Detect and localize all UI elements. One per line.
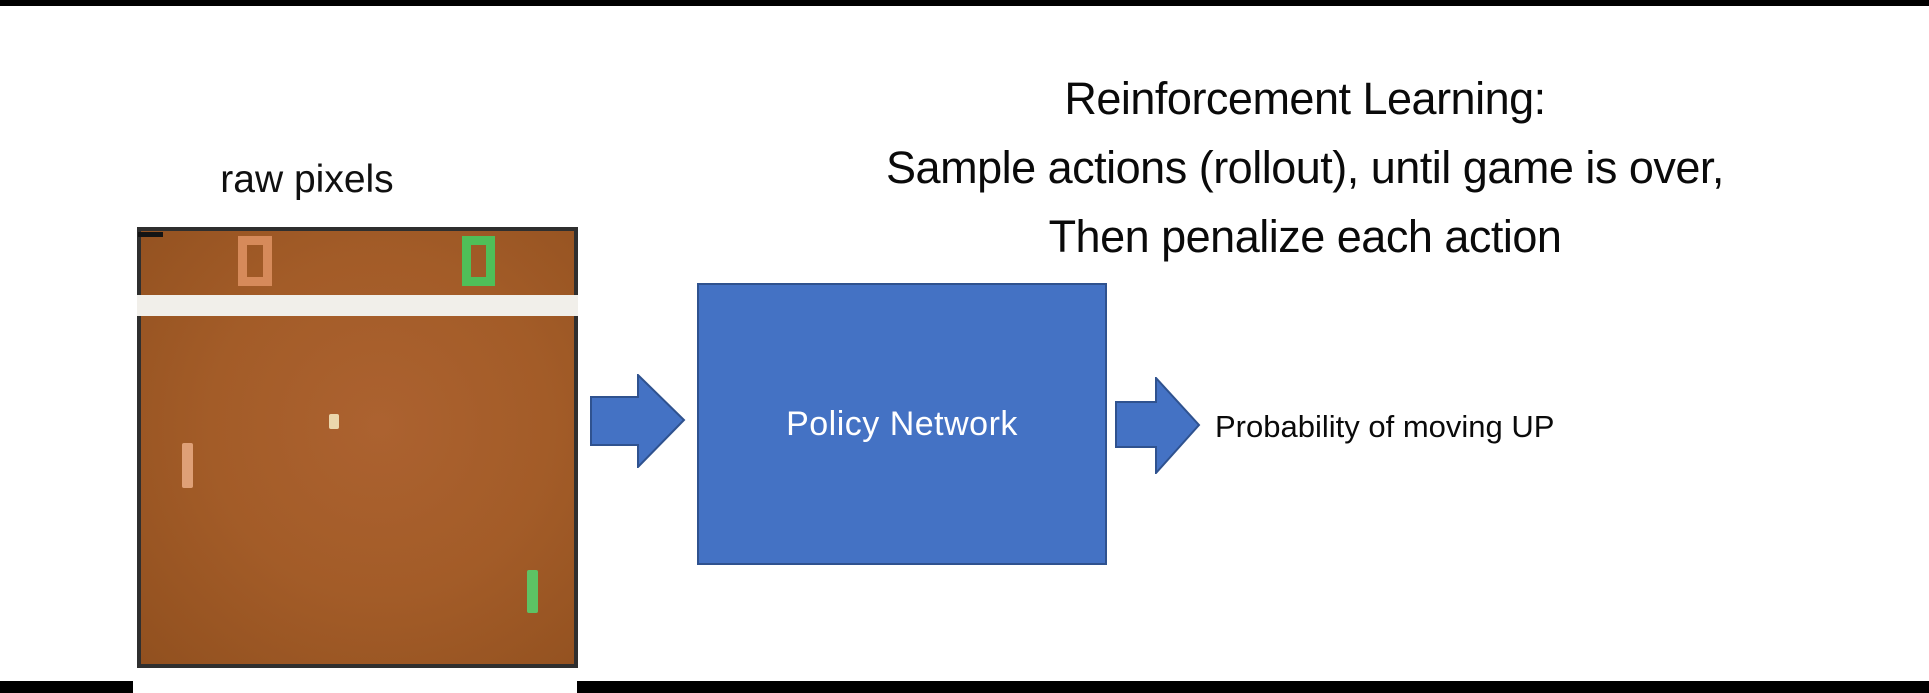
policy-network-label: Policy Network <box>786 404 1018 443</box>
raw-pixels-label: raw pixels <box>220 158 394 201</box>
headline: Reinforcement Learning: Sample actions (… <box>780 64 1830 271</box>
top-edge-bar <box>0 0 1929 6</box>
headline-line-2: Sample actions (rollout), until game is … <box>886 142 1724 193</box>
left-paddle-orange <box>182 443 193 488</box>
top-wall-stripe <box>137 295 578 316</box>
headline-line-1: Reinforcement Learning: <box>1064 73 1546 124</box>
score-right-green <box>462 236 495 286</box>
bottom-edge-bar-left <box>0 681 133 693</box>
output-right-arrow-icon <box>1115 377 1201 474</box>
frame-corner-tick <box>138 232 163 237</box>
ball <box>329 414 339 429</box>
output-probability-label: Probability of moving UP <box>1215 409 1555 444</box>
score-left-orange <box>238 236 272 286</box>
right-paddle-green <box>527 570 538 613</box>
headline-line-3: Then penalize each action <box>1048 211 1562 262</box>
policy-network-box: Policy Network <box>697 283 1107 565</box>
input-right-arrow-icon <box>590 374 686 468</box>
bottom-edge-bar-right <box>577 681 1929 693</box>
pong-game-screenshot <box>137 227 578 668</box>
